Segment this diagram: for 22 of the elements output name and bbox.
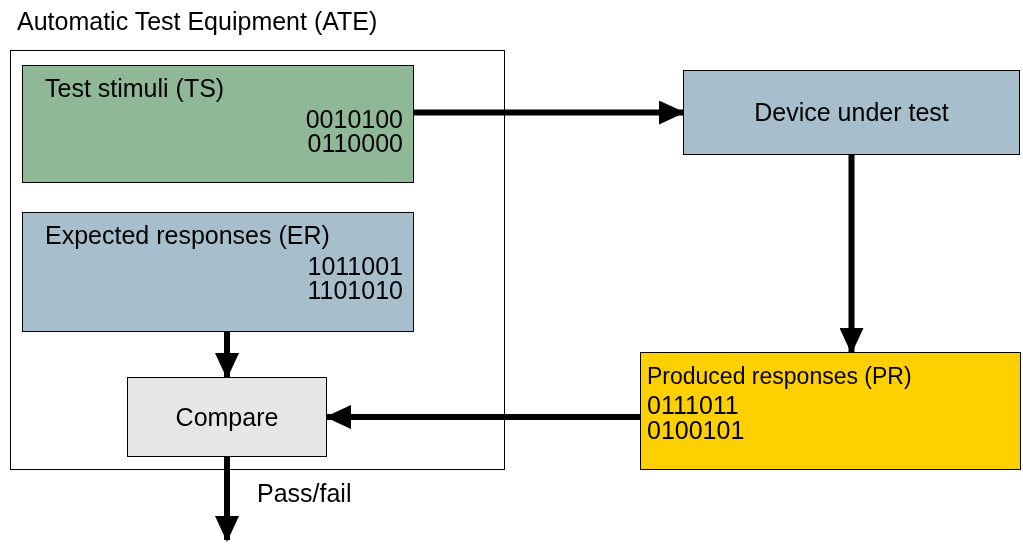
bit-pattern: 0010100 (304, 106, 403, 132)
bit-pattern: 0110000 (306, 131, 403, 156)
bit-pattern: 0100101 (647, 417, 746, 443)
process-box (683, 70, 1020, 155)
box-heading: Device under test (754, 98, 949, 127)
data-box (22, 212, 414, 332)
bit-pattern: 0111011 (647, 393, 740, 418)
bit-pattern: 1011001 (306, 253, 403, 279)
process-box (127, 377, 327, 457)
arrow (215, 332, 239, 379)
box-heading: Expected responses (ER) (44, 221, 331, 250)
arrow (414, 100, 685, 125)
arrow (325, 405, 640, 429)
box-heading: Produced responses (PR) (647, 363, 913, 390)
frame-title: Automatic Test Equipment (ATE) (17, 7, 378, 36)
box-heading: Test stimuli (TS) (44, 74, 226, 103)
arrow (839, 155, 864, 354)
bit-pattern: 1101010 (306, 278, 403, 303)
data-box (640, 352, 1021, 470)
arrow (215, 457, 239, 542)
box-heading: Compare (175, 402, 279, 432)
data-box (22, 65, 414, 183)
